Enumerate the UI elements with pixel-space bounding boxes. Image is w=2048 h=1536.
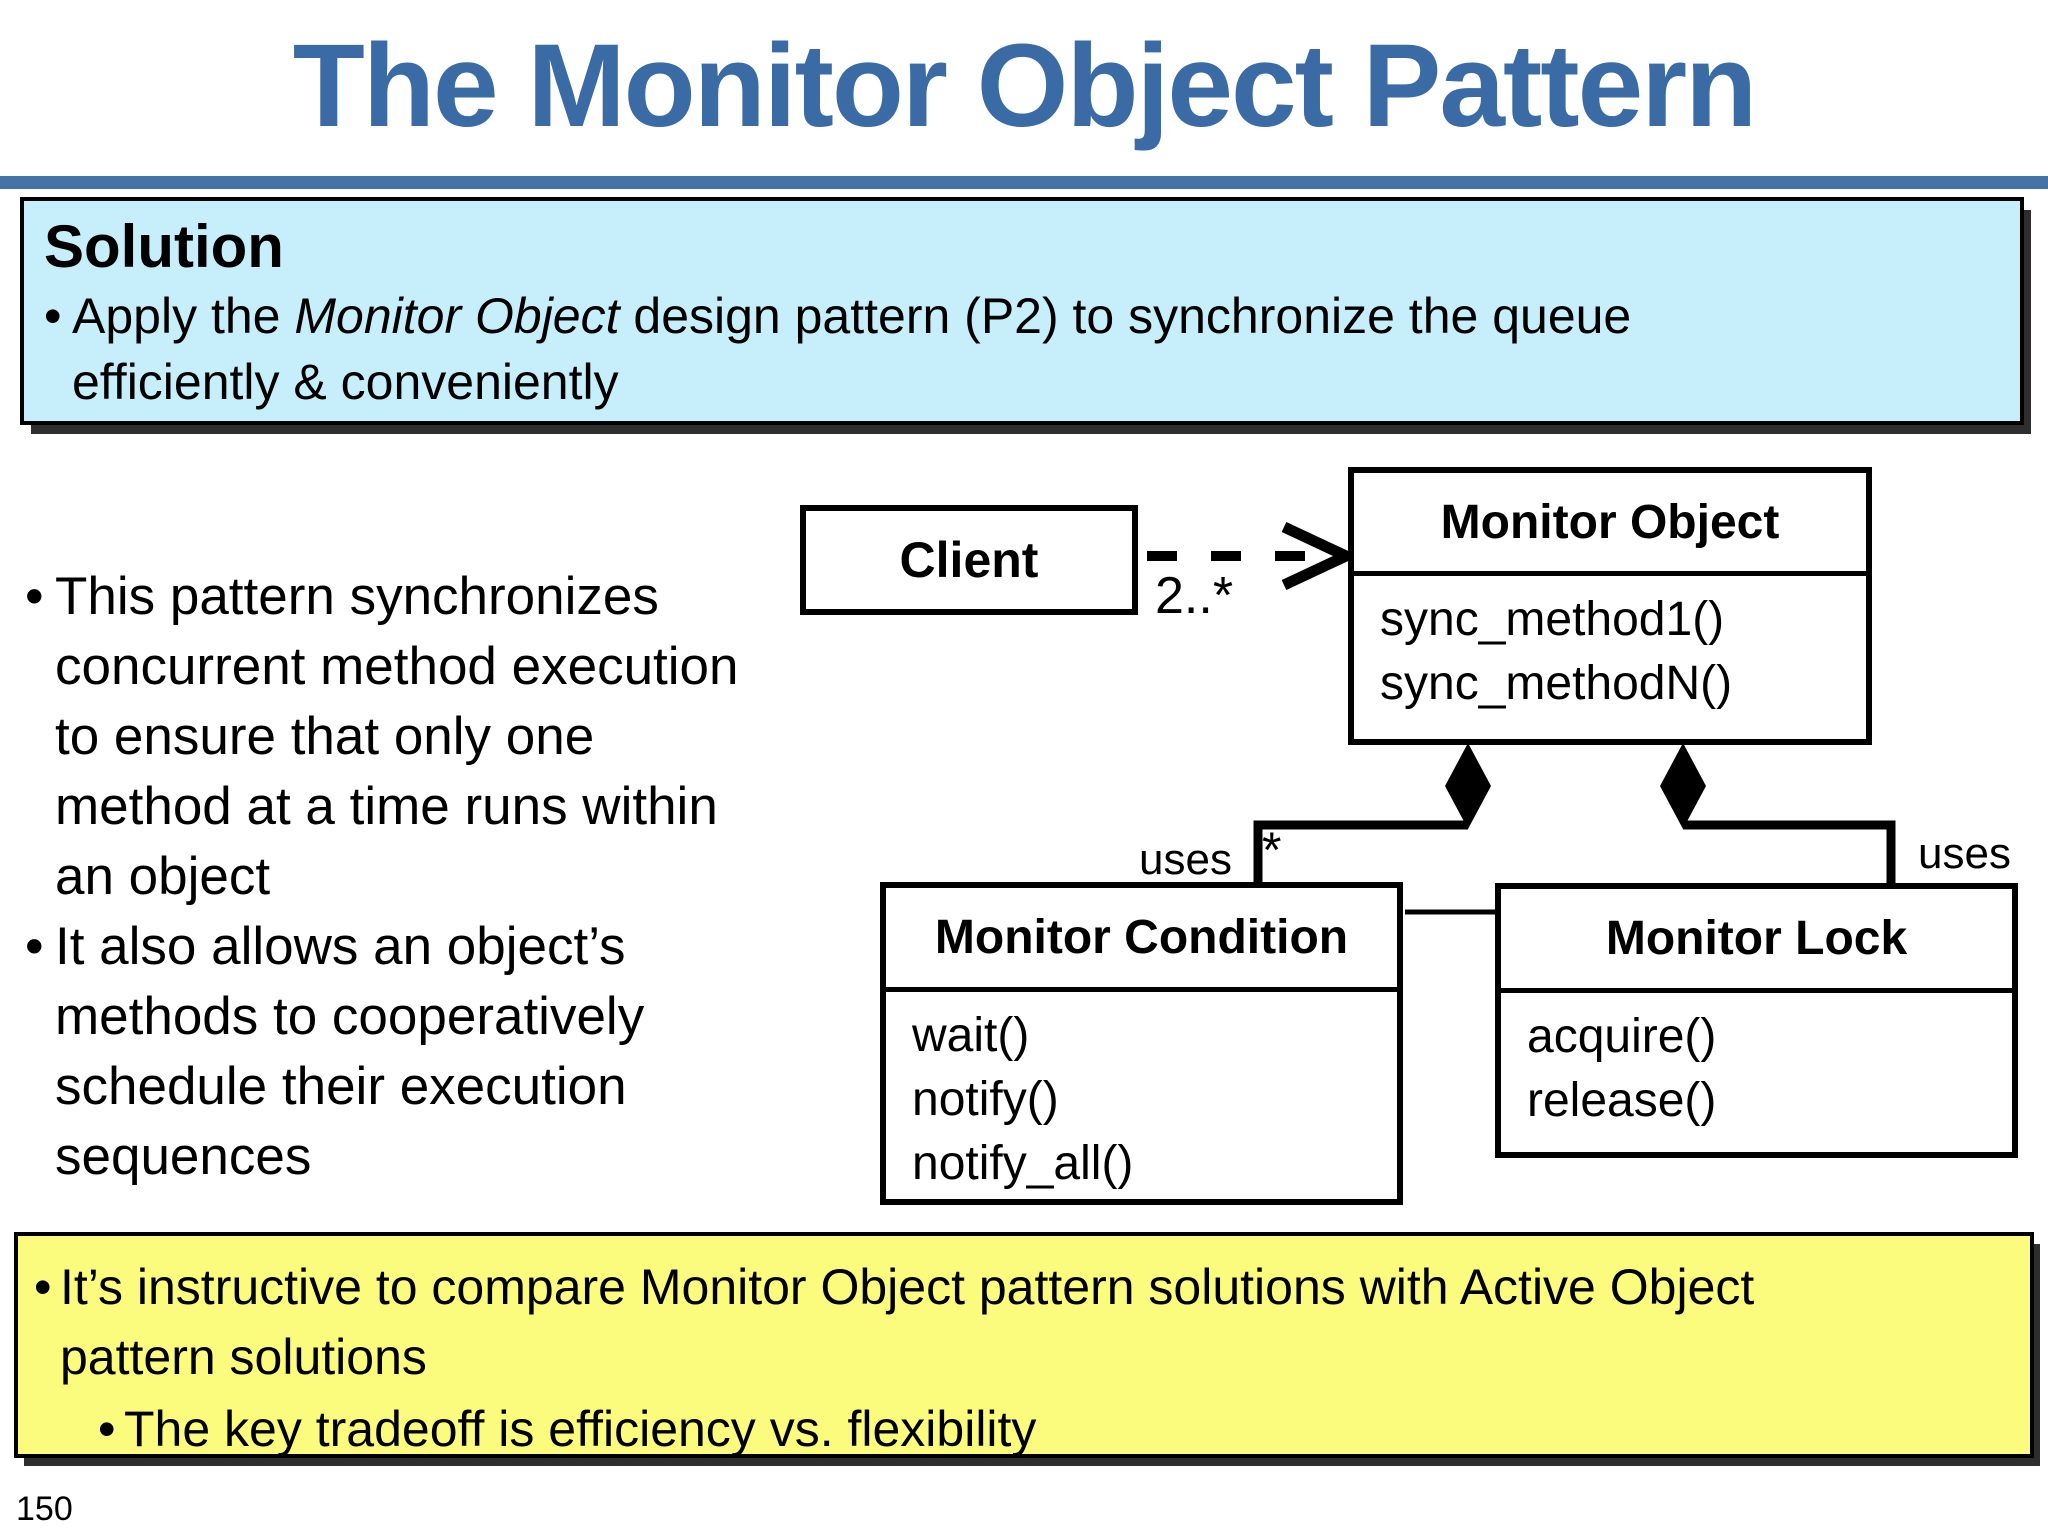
bullet-dot: • <box>98 1401 116 1457</box>
page-number: 150 <box>16 1490 73 1528</box>
monitor-lock-class-name: Monitor Lock <box>1501 889 2012 993</box>
solution-bullet-text: Apply the Monitor Object design pattern … <box>72 283 1631 415</box>
client-class-name: Client <box>899 532 1039 588</box>
label-uses-left: uses <box>1139 835 1232 884</box>
monitor-object-class-name: Monitor Object <box>1354 473 1866 576</box>
solution-bullet-prefix: Apply the <box>72 288 295 344</box>
composition-left <box>1253 743 1491 884</box>
left-note-bullet-2: • It also allows an object’s methods to … <box>25 912 825 1192</box>
connector-right <box>1683 820 1896 885</box>
label-multiplicity-star: * <box>1262 822 1282 878</box>
solution-bullet-italic: Monitor Object <box>294 288 620 344</box>
slide-title: The Monitor Object Pattern <box>292 20 1757 152</box>
left-note-text-1: This pattern synchronizes concurrent met… <box>55 567 739 906</box>
solution-bullet-suffix: design pattern (P2) to synchronize the q… <box>72 288 1632 410</box>
composition-diamond-left <box>1445 743 1491 829</box>
uml-class-monitor-lock: Monitor Lock acquire() release() <box>1495 883 2018 1158</box>
monitor-lock-methods: acquire() release() <box>1527 1010 1717 1127</box>
uml-class-monitor-object: Monitor Object sync_method1() sync_metho… <box>1348 467 1872 745</box>
connector-left <box>1253 820 1468 884</box>
left-notes: • This pattern synchronizes concurrent m… <box>25 562 825 1192</box>
bullet-dot: • <box>34 1259 52 1315</box>
note-text-2: The key tradeoff is efficiency vs. flexi… <box>124 1401 1037 1457</box>
monitor-object-methods: sync_method1() sync_methodN() <box>1380 593 1733 710</box>
label-uses-right: uses <box>1918 829 2011 878</box>
label-multiplicity-2-star: 2..* <box>1155 567 1234 625</box>
composition-right <box>1660 743 1896 885</box>
client-association-dashed-arrow <box>1147 522 1359 590</box>
monitor-condition-methods: wait() notify() notify_all() <box>912 1009 1134 1190</box>
solution-heading: Solution <box>44 213 284 280</box>
bullet-dot: • <box>25 917 44 976</box>
title-rule <box>0 176 2048 189</box>
monitor-condition-class-name: Monitor Condition <box>886 888 1397 992</box>
bottom-note-box: • It’s instructive to compare Monitor Ob… <box>14 1232 2034 1458</box>
left-note-text-2: It also allows an object’s methods to co… <box>55 917 645 1186</box>
bullet-dot: • <box>25 567 44 626</box>
solution-box: Solution • Apply the Monitor Object desi… <box>20 197 2024 425</box>
bullet-dot: • <box>44 288 62 344</box>
uml-class-monitor-condition: Monitor Condition wait() notify() notify… <box>880 882 1403 1205</box>
solution-bullet: • Apply the Monitor Object design patter… <box>44 283 2020 415</box>
left-note-bullet-1: • This pattern synchronizes concurrent m… <box>25 562 825 912</box>
note-bullet-1: • It’s instructive to compare Monitor Ob… <box>34 1252 2030 1392</box>
note-bullet-2: • The key tradeoff is efficiency vs. fle… <box>98 1394 2030 1464</box>
composition-diamond-right <box>1660 743 1706 829</box>
open-arrowhead <box>1281 522 1359 590</box>
uml-class-client: Client <box>800 505 1138 615</box>
note-text-1: It’s instructive to compare Monitor Obje… <box>60 1259 1755 1385</box>
